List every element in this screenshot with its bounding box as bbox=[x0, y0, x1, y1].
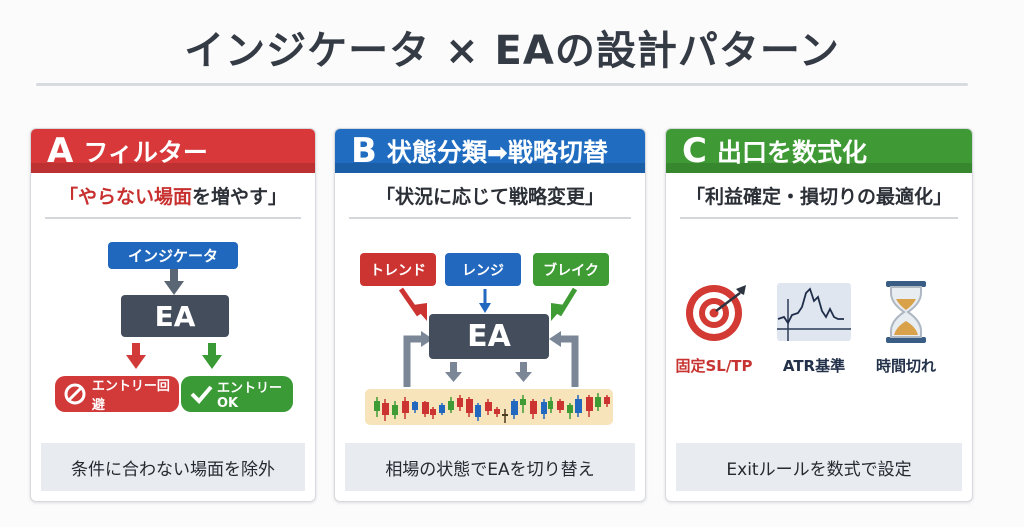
panel-b-header: B 状態分類➡戦略切替 bbox=[335, 129, 645, 173]
panel-state-switch: B 状態分類➡戦略切替 「状況に応じて戦略変更」 トレンド レンジ ブレイク E… bbox=[334, 128, 646, 502]
panel-c-letter: C bbox=[682, 131, 707, 171]
target-icon bbox=[686, 285, 746, 341]
panel-filter: A フィルター 「やらない場面を増やす」 インジケータ EA エントリー回避 エ… bbox=[30, 128, 316, 502]
state-trend-tag: トレンド bbox=[360, 253, 436, 286]
panel-c-footer: Exitルールを数式で設定 bbox=[676, 443, 962, 491]
arrow-down-green-icon bbox=[202, 343, 222, 369]
panel-c-title: 出口を数式化 bbox=[716, 138, 867, 167]
state-range-tag: レンジ bbox=[445, 253, 521, 286]
arrow-down-icon bbox=[164, 269, 184, 295]
volatility-chart-icon bbox=[777, 283, 851, 341]
panel-a-letter: A bbox=[47, 131, 74, 171]
entry-accept-label: エントリーOK bbox=[217, 381, 283, 411]
ea-box: EA bbox=[429, 314, 549, 359]
subtitle-highlight: やらない場面 bbox=[77, 185, 192, 208]
entry-reject-pill: エントリー回避 bbox=[55, 376, 179, 413]
page-title: インジケータ × EAの設計パターン bbox=[184, 28, 840, 74]
subtitle-rest: を増やす」 bbox=[192, 185, 288, 208]
panel-a-footer: 条件に合わない場面を除外 bbox=[41, 443, 305, 491]
exit-method-label: ATR基準 bbox=[782, 357, 846, 375]
exit-method-label: 固定SL/TP bbox=[675, 357, 753, 375]
panel-b-footer: 相場の状態でEAを切り替え bbox=[345, 443, 635, 491]
ea-box: EA bbox=[121, 295, 229, 337]
flow-arrows-icon bbox=[398, 287, 579, 387]
panel-a-title: フィルター bbox=[83, 138, 208, 167]
arrow-down-red-icon bbox=[126, 343, 146, 369]
indicator-box: インジケータ bbox=[108, 242, 238, 269]
exit-method-time: 時間切れ bbox=[861, 279, 951, 376]
exit-method-label: 時間切れ bbox=[875, 357, 936, 375]
prohibited-icon bbox=[63, 381, 88, 407]
exit-method-atr: ATR基準 bbox=[769, 279, 859, 376]
panel-exit-formula: C 出口を数式化 「利益確定・損切りの最適化」 固定SL/TP ATR基準 bbox=[665, 128, 973, 502]
panel-a-header: A フィルター bbox=[31, 129, 315, 173]
panel-c-subtitle: 「利益確定・損切りの最適化」 bbox=[680, 173, 958, 219]
entry-accept-pill: エントリーOK bbox=[181, 376, 293, 412]
entry-reject-label: エントリー回避 bbox=[91, 379, 170, 413]
exit-method-fixed: 固定SL/TP bbox=[669, 279, 759, 376]
candlestick-chart-icon bbox=[365, 389, 613, 425]
panel-b-title: 状態分類➡戦略切替 bbox=[386, 138, 608, 167]
hourglass-icon bbox=[886, 281, 926, 343]
panel-a-subtitle: 「やらない場面を増やす」 bbox=[45, 173, 301, 219]
panel-b-letter: B bbox=[351, 131, 377, 171]
title-divider bbox=[36, 83, 968, 86]
panel-b-subtitle: 「状況に応じて戦略変更」 bbox=[349, 173, 631, 219]
subtitle-open-bracket: 「 bbox=[58, 185, 78, 208]
checkmark-icon bbox=[189, 381, 213, 407]
panel-c-header: C 出口を数式化 bbox=[666, 129, 972, 173]
state-breakout-tag: ブレイク bbox=[533, 253, 609, 286]
